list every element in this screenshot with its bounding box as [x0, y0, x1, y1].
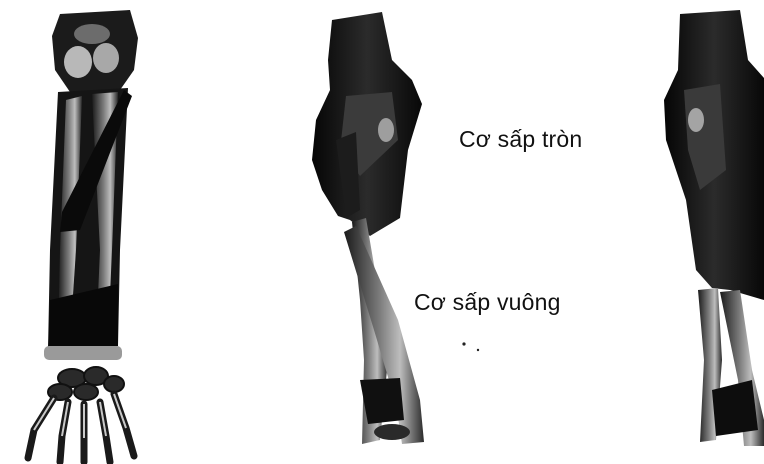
left-forearm-drawing [28, 10, 138, 462]
pronator-teres-label: Cơ sấp tròn [459, 126, 582, 153]
pronator-quadratus-label: Cơ sấp vuông [414, 289, 561, 316]
stray-mark [462, 342, 465, 345]
middle-forearm-drawing [312, 12, 424, 444]
stray-mark [477, 349, 479, 351]
right-forearm-drawing [664, 10, 764, 446]
